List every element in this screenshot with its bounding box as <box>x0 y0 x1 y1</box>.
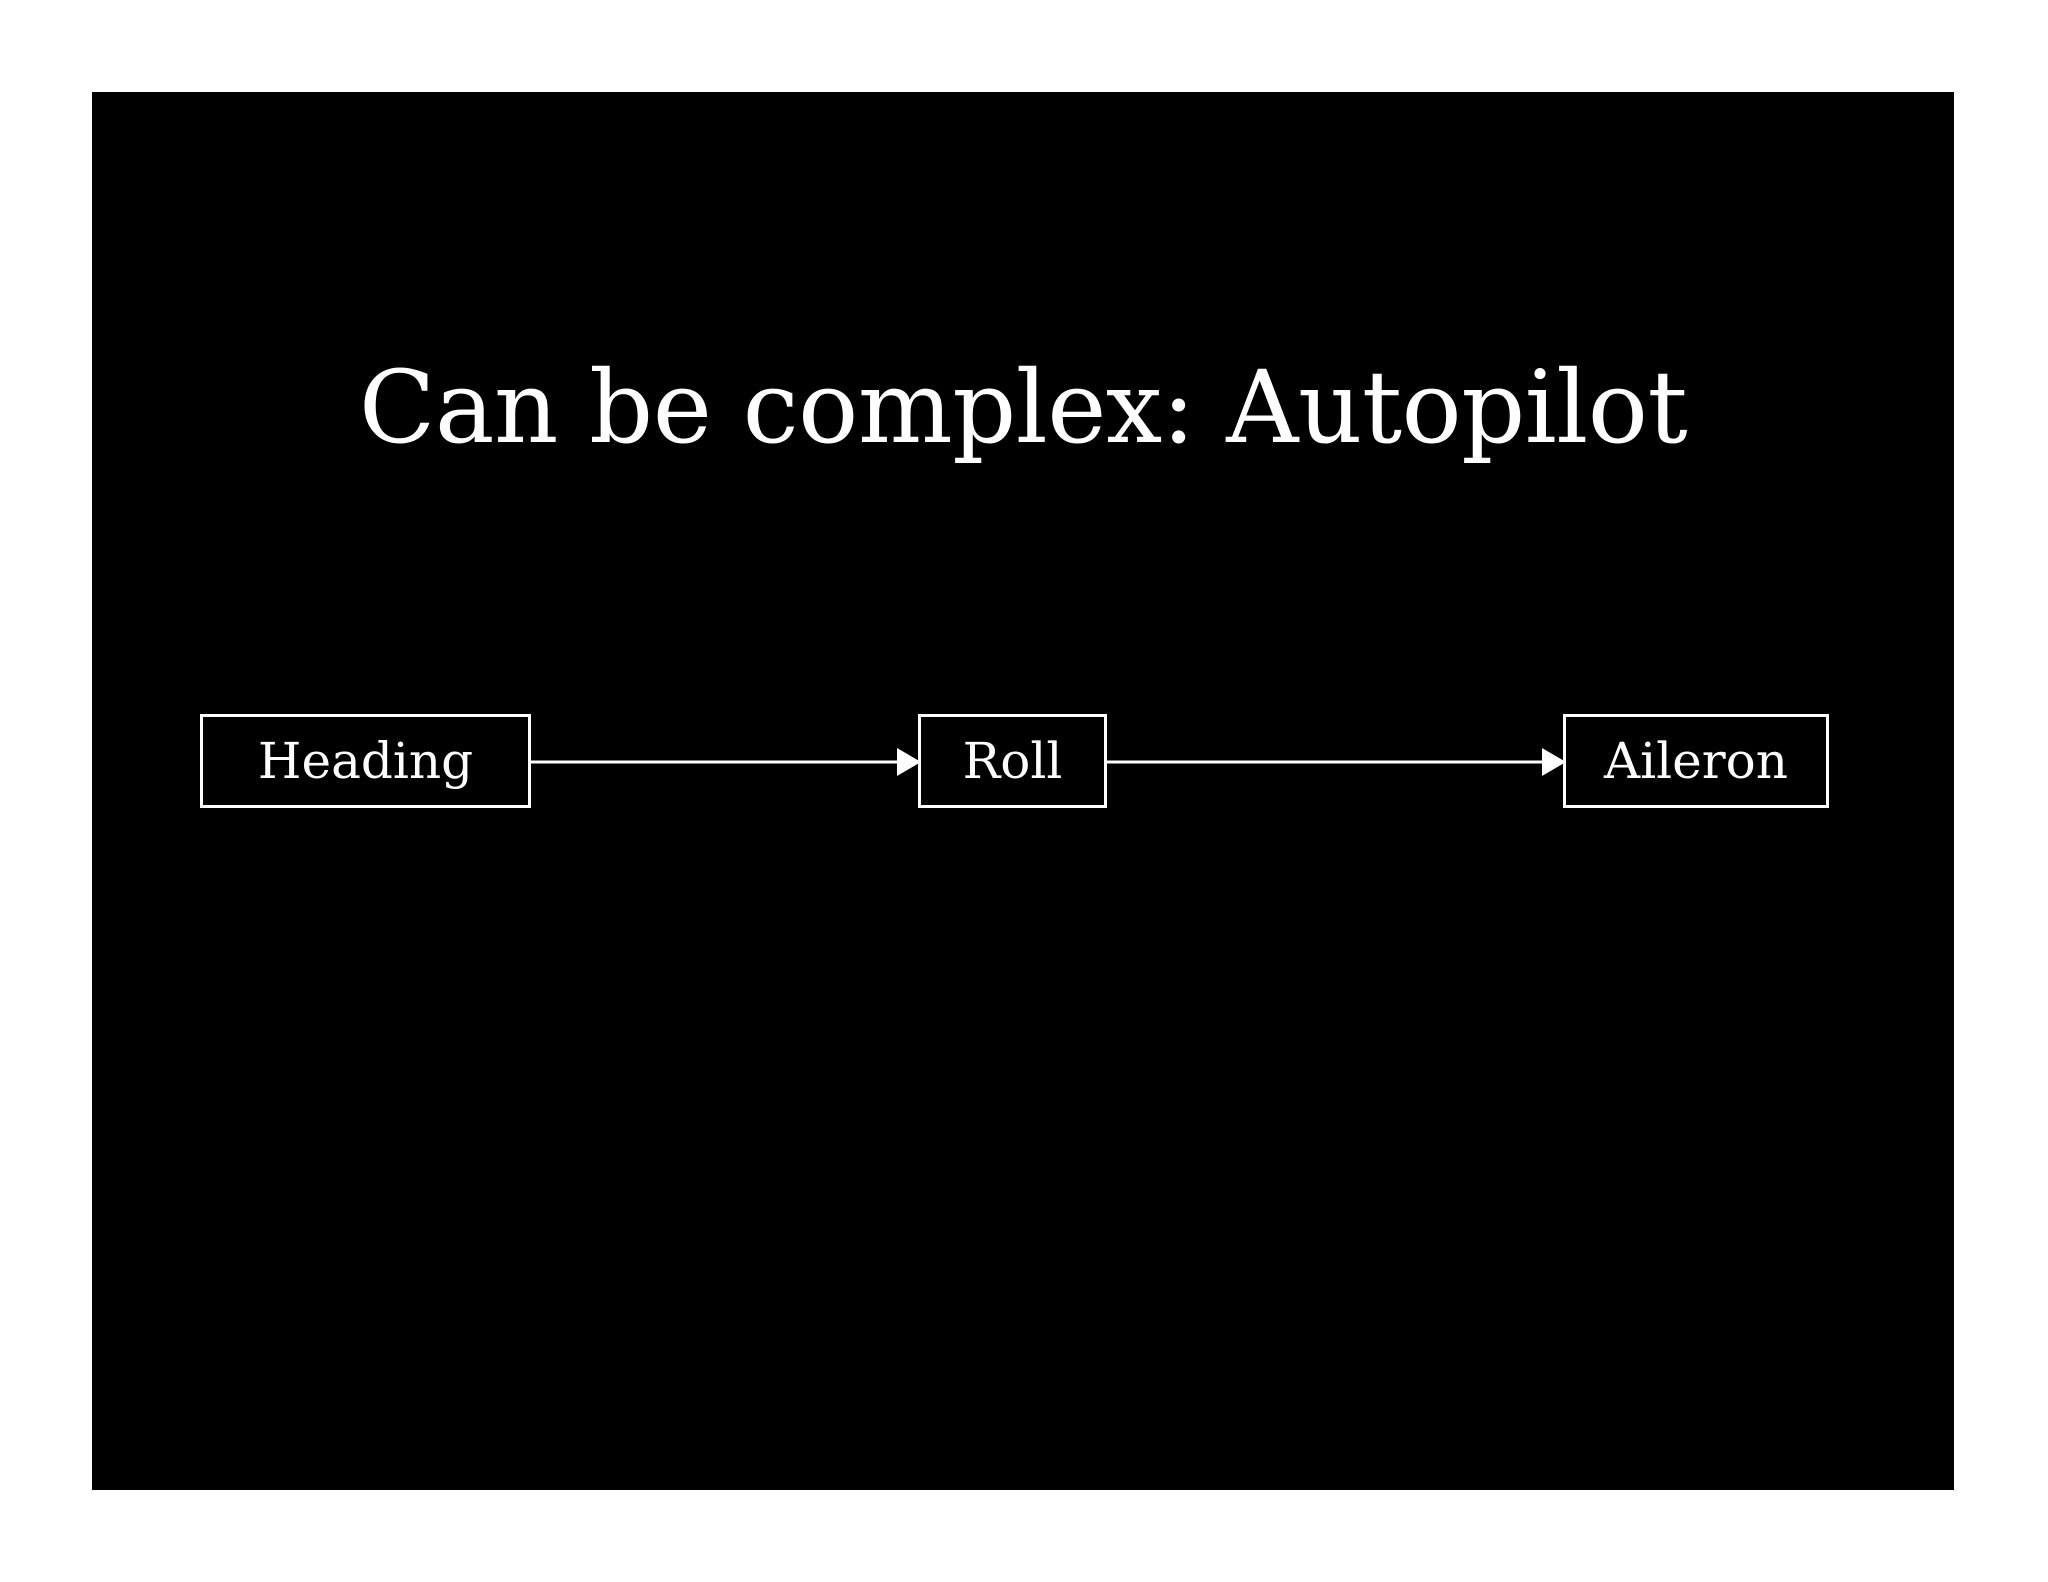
diagram-edge-roll-to-aileron <box>1107 742 1566 782</box>
slide-canvas: Can be complex: Autopilot Heading Roll <box>92 92 1954 1490</box>
diagram-node-heading-label: Heading <box>257 732 474 790</box>
diagram-node-roll[interactable]: Roll <box>918 714 1107 808</box>
arrowhead-icon <box>897 748 921 776</box>
diagram-node-heading[interactable]: Heading <box>200 714 531 808</box>
diagram-node-aileron[interactable]: Aileron <box>1563 714 1829 808</box>
page-title: Can be complex: Autopilot <box>358 349 1688 466</box>
diagram-node-aileron-label: Aileron <box>1604 732 1788 790</box>
diagram-node-roll-label: Roll <box>962 732 1063 790</box>
diagram-edge-heading-to-roll <box>531 742 921 782</box>
arrowhead-icon <box>1542 748 1566 776</box>
autopilot-flow-diagram: Heading Roll Ail <box>92 92 1954 1490</box>
